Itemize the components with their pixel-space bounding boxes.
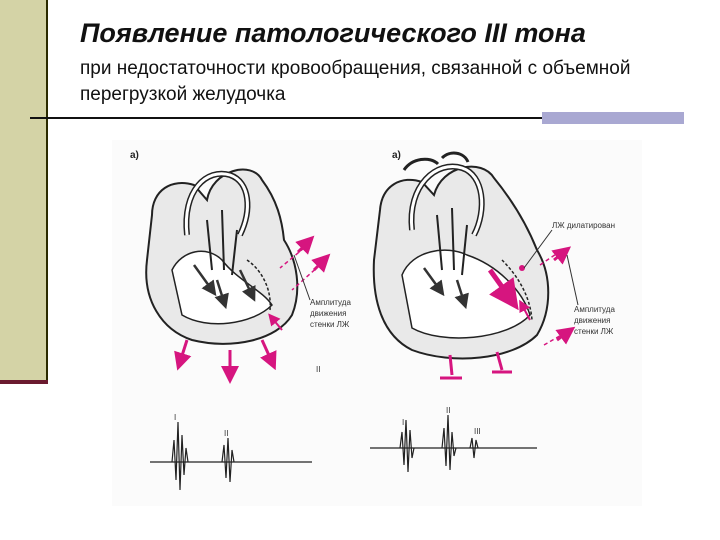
left-phonocardiogram: [150, 421, 312, 491]
sidebar-edge-line: [46, 0, 48, 382]
left-heart-drawing: [145, 168, 299, 345]
heart-diagram-svg: а) Амплитуда: [130, 150, 615, 491]
slide-title: Появление патологического III тона: [80, 18, 586, 48]
left-wall-motion-arrows: [174, 235, 331, 384]
heart-diagram-figure: а) Амплитуда: [112, 140, 642, 506]
left-panel-letter: а): [130, 150, 139, 161]
left-pcg-tone-1: I: [174, 413, 176, 422]
right-pcg-tone-3: III: [474, 427, 481, 436]
left-amplitude-label-3: стенки ЛЖ: [310, 320, 350, 329]
dilation-leader: [523, 229, 553, 269]
left-amplitude-label-1: Амплитуда: [310, 298, 351, 307]
right-dilation-label: ЛЖ дилатирован: [552, 221, 615, 230]
left-tone-label: II: [316, 365, 320, 374]
right-panel-letter: а): [392, 150, 401, 161]
slide-subtitle: при недостаточности кровообращения, связ…: [80, 58, 631, 105]
right-heart-drawing: [372, 151, 550, 360]
right-amplitude-leader: [566, 254, 579, 306]
slide-left-sidebar: [0, 0, 46, 382]
left-amplitude-label-2: движения: [310, 309, 346, 318]
right-amplitude-label-1: Амплитуда: [574, 305, 615, 314]
right-amplitude-label-2: движения: [574, 316, 610, 325]
right-pcg-tone-2: II: [446, 406, 450, 415]
right-pcg-tone-1: I: [402, 418, 404, 427]
left-amplitude-leader: [293, 254, 311, 301]
right-amplitude-label-3: стенки ЛЖ: [574, 327, 614, 336]
title-underline-accent: [542, 112, 684, 124]
sidebar-foot-accent: [0, 380, 48, 384]
left-pcg-tone-2: II: [224, 429, 228, 438]
title-underline: [30, 117, 542, 119]
right-wall-motion-arrows: [440, 246, 576, 380]
dilation-marker-dot: [519, 265, 525, 271]
right-phonocardiogram: [370, 414, 537, 473]
